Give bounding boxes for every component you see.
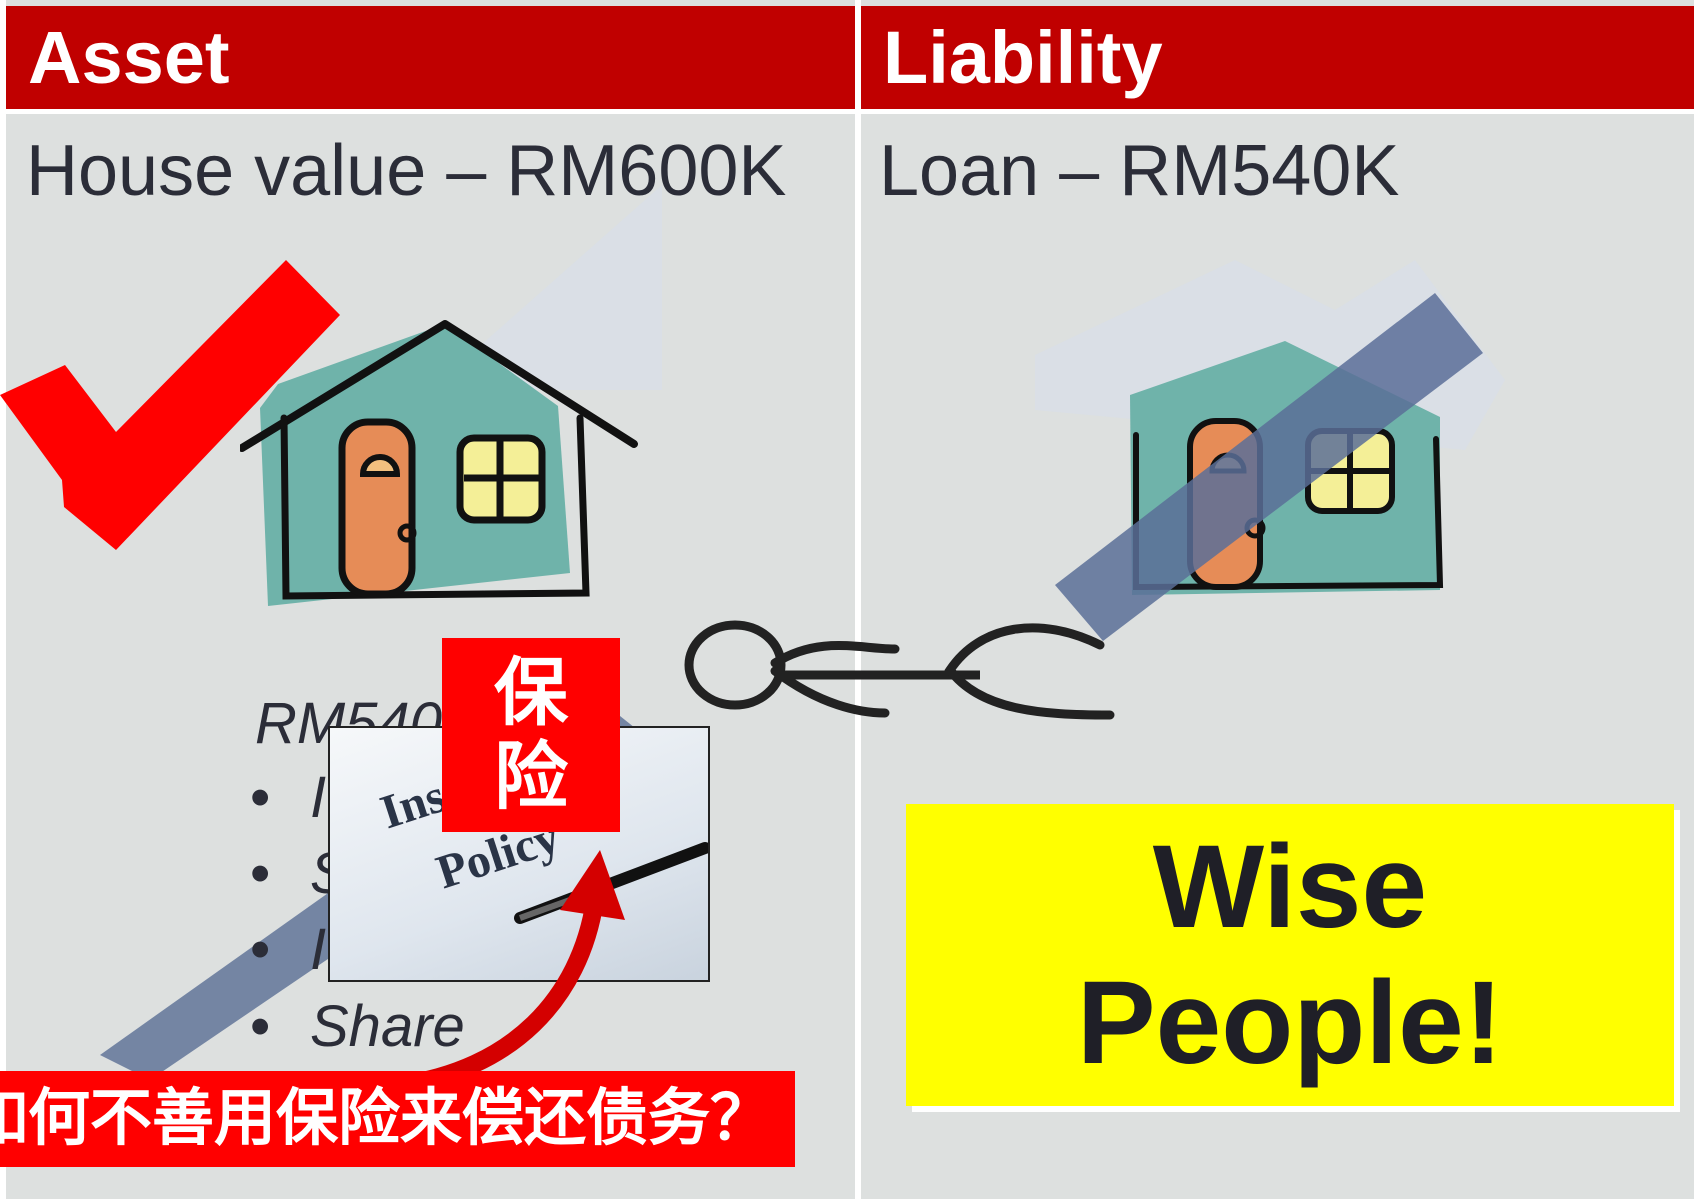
asset-header: Asset: [6, 6, 855, 109]
question-banner: 如何不善用保险来偿还债务？: [0, 1071, 795, 1167]
liability-header: Liability: [861, 6, 1694, 109]
scissors-icon: [684, 620, 1115, 720]
curved-arrow-icon: [391, 850, 625, 1094]
strike-bar-shape: [1055, 293, 1483, 641]
liability-value: Loan – RM540K: [879, 131, 1400, 211]
house-icon: [240, 320, 638, 606]
asset-column: Asset House value – RM600K: [6, 0, 855, 1199]
pen-icon: [514, 842, 708, 924]
header-divider: [0, 109, 1694, 114]
wise-people-callout: Wise People!: [906, 804, 1674, 1106]
insurance-tag: 保险: [442, 638, 620, 832]
pale-arrow-shape: [430, 185, 662, 390]
column-divider: [855, 0, 861, 1199]
check-icon: [0, 260, 340, 550]
asset-value: House value – RM600K: [26, 131, 787, 211]
bullet-item: •I: [250, 765, 327, 830]
callout-line1: Wise: [1152, 821, 1428, 953]
bullet-item: •Share: [250, 994, 465, 1059]
bullet-item: •I: [250, 917, 327, 982]
callout-line2: People!: [1076, 957, 1504, 1089]
